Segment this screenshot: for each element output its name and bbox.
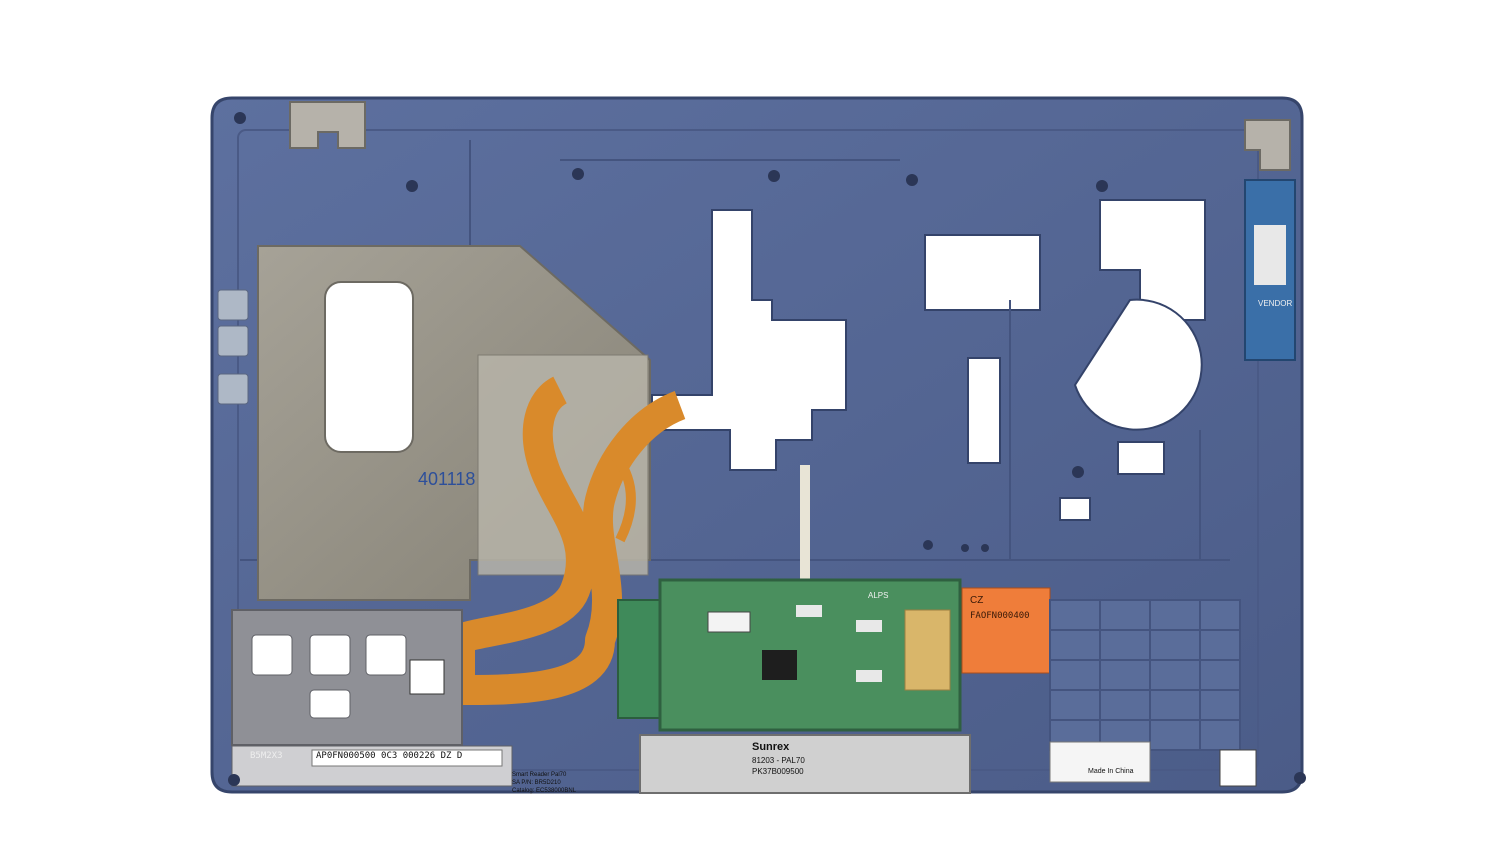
speaker-grille	[1049, 599, 1241, 751]
left-hinge-bracket	[289, 101, 366, 149]
small-cutout-1	[967, 357, 1001, 464]
orange-sticker-line1: CZ	[970, 595, 984, 606]
bottom-small-text-3: Catalog: EC538000BNL	[512, 788, 577, 794]
vendor-text: VENDOR	[1258, 299, 1293, 308]
alps-text: ALPS	[868, 591, 889, 600]
smart-card-reader	[231, 609, 513, 787]
orange-sticker-line2: FAOFN000400	[970, 611, 1030, 621]
touchpad-serial-text: PK37B009500	[752, 767, 804, 776]
orange-sticker	[961, 587, 1051, 674]
shield-slot	[324, 281, 414, 453]
touchpad-module	[639, 578, 971, 794]
small-cutout-3	[1059, 497, 1091, 521]
round-cutout	[1073, 298, 1203, 431]
touchpad-brand-text: Sunrex	[752, 741, 790, 753]
bottom-small-text-1: Smart Reader Pal70	[512, 772, 567, 778]
green-pcb	[617, 599, 661, 719]
flex-cable-thin	[606, 446, 636, 543]
shield-stamp: 401118	[418, 469, 475, 489]
card-part-text: B5M2X3	[250, 751, 283, 761]
top-right-cutout	[924, 234, 1041, 311]
flex-cable-main	[445, 376, 686, 705]
touchpad-model-text: 81203 - PAL70	[752, 756, 805, 765]
qr-label	[1219, 749, 1257, 787]
small-cutout-2	[1117, 441, 1165, 475]
right-hinge-bracket	[1244, 119, 1291, 171]
made-in-text: Made In China	[1088, 768, 1134, 775]
mounting-holes	[228, 112, 1306, 786]
card-sticker-text: AP0FN000500 0C3 000226 DZ D	[316, 751, 463, 761]
status-led-lenses	[217, 289, 249, 405]
bottom-small-text-2: SA P/N: BR5D210	[512, 780, 561, 786]
made-in-label	[1049, 741, 1151, 783]
usb-daughter-board	[1244, 179, 1296, 361]
